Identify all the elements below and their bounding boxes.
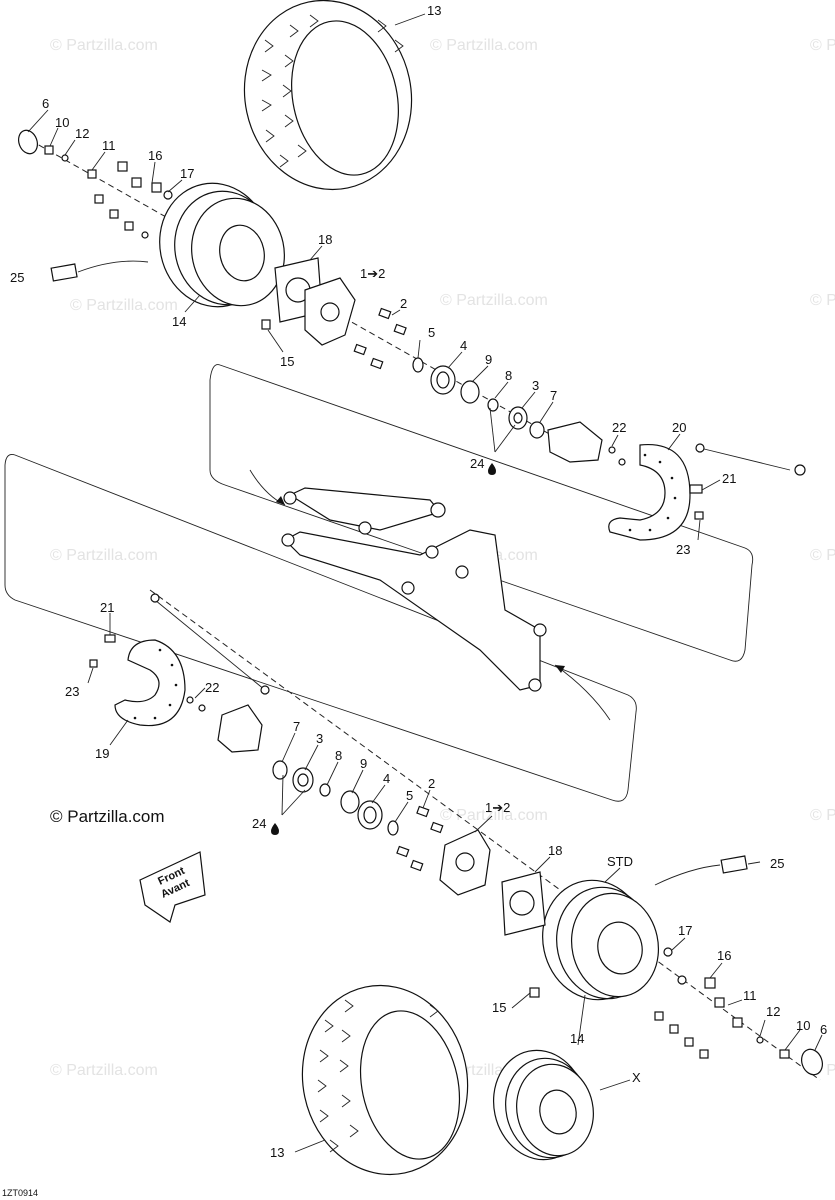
hub-assembly-top xyxy=(261,257,407,370)
front-direction-sign: Front Avant xyxy=(139,851,206,923)
bottom-hardware xyxy=(529,947,823,1076)
callout-14: 14 xyxy=(172,314,186,329)
front-tire-bottom xyxy=(301,984,469,1176)
watermark: © Partzilla.com xyxy=(50,1062,158,1079)
callout-4: 4 xyxy=(383,771,390,786)
brake-disc-bottom xyxy=(89,593,270,727)
callout-13: 13 xyxy=(270,1145,284,1160)
grease-drop-icon xyxy=(271,463,496,835)
brake-disc-top xyxy=(608,443,806,541)
group-outlines xyxy=(4,364,754,802)
callout-21: 21 xyxy=(100,600,114,615)
callout-19: 19 xyxy=(95,746,109,761)
callout-20: 20 xyxy=(672,420,686,435)
callout-17: 17 xyxy=(678,923,692,938)
callout-10: 10 xyxy=(55,115,69,130)
callout-labels: 13 6 10 12 11 16 17 18 1➔2 25 14 15 2 5 … xyxy=(10,3,827,1160)
callout-2: 2 xyxy=(428,776,435,791)
callout-22: 22 xyxy=(612,420,626,435)
callout-4: 4 xyxy=(460,338,467,353)
watermark: © Partzilla.com xyxy=(50,547,158,564)
callout-9: 9 xyxy=(485,352,492,367)
callout-21: 21 xyxy=(722,471,736,486)
wheel-rim-std xyxy=(542,879,660,1001)
callout-5: 5 xyxy=(428,325,435,340)
watermark: © Partzilla.com xyxy=(430,37,538,54)
callout-9: 9 xyxy=(360,756,367,771)
callout-8: 8 xyxy=(335,748,342,763)
bearing-stack-top xyxy=(412,357,545,439)
callout-24: 24 xyxy=(470,456,484,471)
callout-10: 10 xyxy=(796,1018,810,1033)
callout-13: 13 xyxy=(427,3,441,18)
callout-12: 12 xyxy=(766,1004,780,1019)
callout-8: 8 xyxy=(505,368,512,383)
wheel-weight-bottom xyxy=(654,855,748,886)
callout-25: 25 xyxy=(10,270,24,285)
watermark: © Partzilla.com xyxy=(810,292,835,309)
callout-3: 3 xyxy=(316,731,323,746)
callout-25: 25 xyxy=(770,856,784,871)
brake-caliper-top xyxy=(547,421,626,466)
bearing-stack-bottom xyxy=(272,760,399,836)
callout-1-2: 1➔2 xyxy=(485,800,510,815)
callout-5: 5 xyxy=(406,788,413,803)
callout-17: 17 xyxy=(180,166,194,181)
a-arm-upper xyxy=(283,487,446,535)
callout-15: 15 xyxy=(280,354,294,369)
callout-std: STD xyxy=(607,854,633,869)
front-tire-top xyxy=(243,0,413,191)
callout-23: 23 xyxy=(65,684,79,699)
watermark: © Partzilla.com xyxy=(810,547,835,564)
callout-6: 6 xyxy=(820,1022,827,1037)
callout-11: 11 xyxy=(743,988,757,1003)
callout-23: 23 xyxy=(676,542,690,557)
top-hardware xyxy=(17,129,173,239)
assembly-arrows xyxy=(249,469,611,721)
callout-2: 2 xyxy=(400,296,407,311)
watermark: © Partzilla.com xyxy=(70,297,178,314)
wheel-rim-x xyxy=(492,1049,594,1161)
callout-11: 11 xyxy=(102,138,116,153)
drawing-reference: 1ZT0914 xyxy=(2,1188,38,1198)
callout-3: 3 xyxy=(532,378,539,393)
callout-12: 12 xyxy=(75,126,89,141)
copyright-text: © Partzilla.com xyxy=(50,807,165,826)
a-arm-lower xyxy=(281,529,547,692)
brake-caliper-bottom xyxy=(186,696,263,753)
watermark: © Partzilla.com xyxy=(440,807,548,824)
callout-18: 18 xyxy=(318,232,332,247)
callout-16: 16 xyxy=(148,148,162,163)
callout-16: 16 xyxy=(717,948,731,963)
watermark: © Partzilla.com xyxy=(440,292,548,309)
watermark: © Partzilla.com xyxy=(810,807,835,824)
leader-lines xyxy=(27,13,823,1153)
watermark: © Partzilla.com xyxy=(50,37,158,54)
wheel-rim-top xyxy=(159,182,285,308)
callout-6: 6 xyxy=(42,96,49,111)
callout-x: X xyxy=(632,1070,641,1085)
callout-7: 7 xyxy=(293,719,300,734)
callout-15: 15 xyxy=(492,1000,506,1015)
callout-7: 7 xyxy=(550,388,557,403)
callout-22: 22 xyxy=(205,680,219,695)
hub-assembly-bottom xyxy=(396,805,546,936)
watermark: © Partzilla.com xyxy=(810,37,835,54)
wheel-weight-top xyxy=(50,260,149,282)
callout-18: 18 xyxy=(548,843,562,858)
callout-24: 24 xyxy=(252,816,266,831)
callout-14: 14 xyxy=(570,1031,584,1046)
callout-1-2: 1➔2 xyxy=(360,266,385,281)
